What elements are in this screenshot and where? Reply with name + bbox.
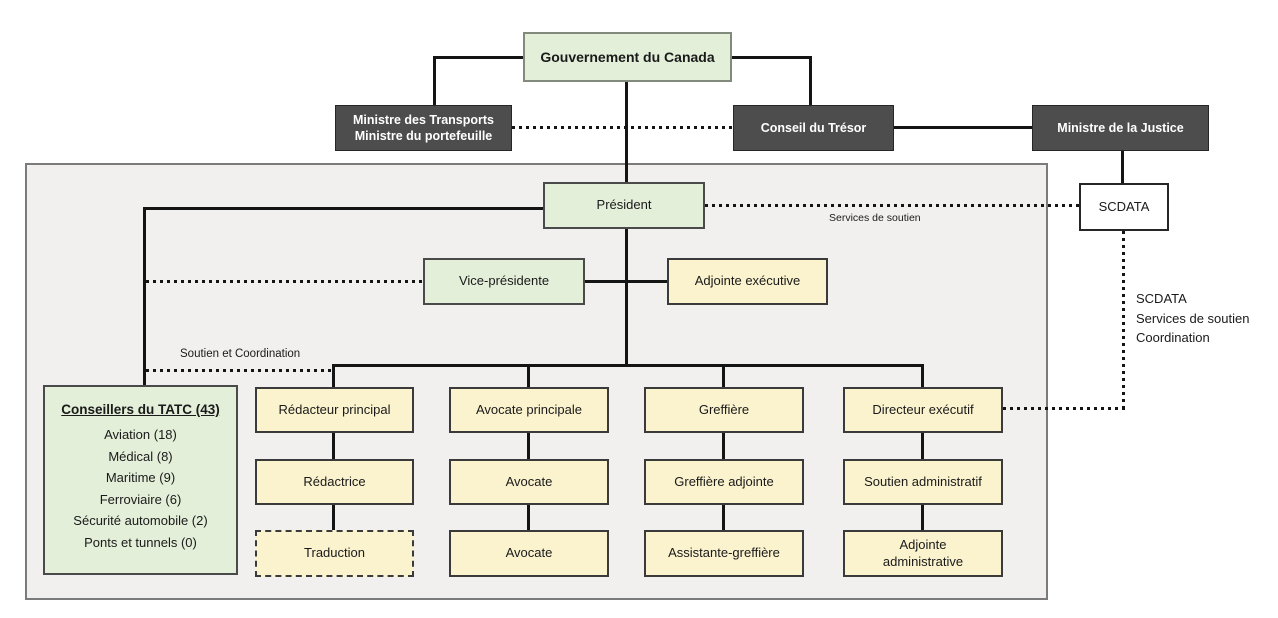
connector-gov-transport-v xyxy=(433,56,436,106)
soutien-administratif-box: Soutien administratif xyxy=(843,459,1003,505)
president-box: Président xyxy=(543,182,705,229)
connector-col4-r1-r2 xyxy=(921,432,924,460)
soutien-et-coordination-label: Soutien et Coordination xyxy=(180,348,301,360)
connector-col2-r2-r3 xyxy=(527,504,530,531)
connector-drop-col3 xyxy=(722,364,725,388)
advisors-item-securite-automobile: Sécurité automobile (2) xyxy=(73,513,208,528)
directeur-executif-box: Directeur exécutif xyxy=(843,387,1003,433)
connector-col1-r1-r2 xyxy=(332,432,335,460)
connector-col2-r1-r2 xyxy=(527,432,530,460)
dotted-link-president-scdata xyxy=(705,204,1079,207)
connector-drop-col4 xyxy=(921,364,924,388)
traduction-box: Traduction xyxy=(255,530,414,577)
advisors-item-ferroviaire: Ferroviaire (6) xyxy=(99,491,182,507)
connector-col3-r1-r2 xyxy=(722,432,725,460)
avocate-principale-box: Avocate principale xyxy=(449,387,609,433)
connector-president-down xyxy=(625,229,628,366)
scdata-note-line-3: Coordination xyxy=(1136,330,1210,345)
minister-transport-box: Ministre des Transports Ministre du port… xyxy=(335,105,512,151)
connector-justice-scdata xyxy=(1121,151,1124,184)
connector-gov-transport-h xyxy=(433,56,525,59)
redacteur-principal-box: Rédacteur principal xyxy=(255,387,414,433)
dotted-link-scdata-directeur xyxy=(1003,407,1125,410)
assistante-greffiere-box: Assistante-greffière xyxy=(644,530,804,577)
scdata-note-line-1: SCDATA xyxy=(1136,291,1187,306)
adjointe-administrative-box: Adjointe administrative xyxy=(843,530,1003,577)
scdata-box: SCDATA xyxy=(1079,183,1169,231)
connector-gov-treasury-h xyxy=(730,56,812,59)
dotted-link-vice-president xyxy=(146,280,423,283)
avocate-box-1: Avocate xyxy=(449,459,609,505)
advisors-item-medical: Médical (8) xyxy=(108,448,173,464)
connector-drop-col1 xyxy=(332,364,335,388)
scdata-note: SCDATA Services de soutien Coordination xyxy=(1136,289,1249,348)
connector-treasury-justice xyxy=(894,126,1032,129)
advisors-item-maritime: Maritime (9) xyxy=(105,470,176,485)
connector-col3-r2-r3 xyxy=(722,504,725,531)
scdata-note-line-2: Services de soutien xyxy=(1136,310,1250,326)
executive-assistant-box: Adjointe exécutive xyxy=(667,258,828,305)
connector-gov-president xyxy=(625,82,628,183)
dotted-link-transport-treasury xyxy=(512,126,733,129)
dotted-link-soutien-coordination xyxy=(146,369,333,372)
connector-col1-r2-r3 xyxy=(332,504,335,531)
advisors-title: Conseillers du TATC (43) xyxy=(61,402,220,417)
connector-distribution-bar xyxy=(332,364,924,367)
advisors-box: Conseillers du TATC (43) Aviation (18) M… xyxy=(43,385,238,575)
redactrice-box: Rédactrice xyxy=(255,459,414,505)
treasury-board-box: Conseil du Trésor xyxy=(733,105,894,151)
government-of-canada-box: Gouvernement du Canada xyxy=(523,32,732,82)
advisors-item-ponts-tunnels: Ponts et tunnels (0) xyxy=(84,534,197,550)
greffiere-box: Greffière xyxy=(644,387,804,433)
greffiere-adjointe-box: Greffière adjointe xyxy=(644,459,804,505)
advisors-item-aviation: Aviation (18) xyxy=(104,427,177,442)
connector-president-left-h xyxy=(143,207,543,210)
services-de-soutien-label: Services de soutien xyxy=(829,212,921,224)
dotted-link-scdata-down xyxy=(1122,231,1125,408)
minister-justice-box: Ministre de la Justice xyxy=(1032,105,1209,151)
vice-president-box: Vice-présidente xyxy=(423,258,585,305)
connector-drop-col2 xyxy=(527,364,530,388)
connector-gov-treasury-v xyxy=(809,56,812,106)
connector-left-advisors-v xyxy=(143,207,146,386)
avocate-box-2: Avocate xyxy=(449,530,609,577)
connector-col4-r2-r3 xyxy=(921,504,924,531)
